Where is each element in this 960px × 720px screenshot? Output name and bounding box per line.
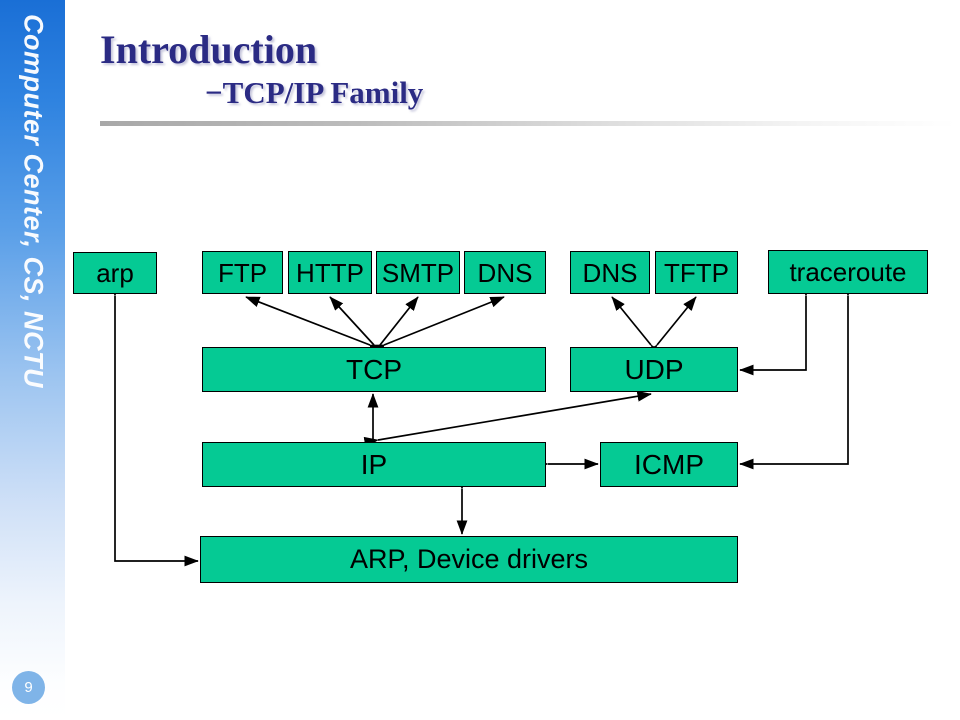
link-tcp-ftp xyxy=(245,296,385,355)
link-ip-udp xyxy=(363,390,652,448)
link-traceroute-icmp xyxy=(739,282,854,470)
node-traceroute[interactable]: traceroute xyxy=(768,250,928,294)
node-link-layer[interactable]: ARP, Device drivers xyxy=(200,536,738,583)
title-block: Introduction −TCP/IP Family xyxy=(100,28,920,111)
node-dns-tcp[interactable]: DNS xyxy=(464,251,546,294)
node-smtp[interactable]: SMTP xyxy=(376,251,460,294)
link-tcp-smtp xyxy=(367,296,419,360)
link-udp-dns xyxy=(611,296,664,359)
link-traceroute-udp xyxy=(739,282,812,376)
node-icmp[interactable]: ICMP xyxy=(600,442,738,487)
page-subtitle: −TCP/IP Family xyxy=(205,75,424,111)
node-udp[interactable]: UDP xyxy=(570,347,738,392)
node-http[interactable]: HTTP xyxy=(288,251,372,294)
node-ip[interactable]: IP xyxy=(202,442,546,487)
node-ftp[interactable]: FTP xyxy=(202,251,283,294)
title-divider xyxy=(100,121,956,126)
link-arp-linklayer xyxy=(109,282,199,567)
link-tcp-http xyxy=(329,296,388,359)
link-tcp-dns xyxy=(369,296,505,356)
link-udp-tftp xyxy=(644,296,697,359)
page-title: Introduction xyxy=(100,27,318,72)
node-tftp[interactable]: TFTP xyxy=(655,251,738,294)
node-dns-udp[interactable]: DNS xyxy=(570,251,650,294)
node-arp-tool[interactable]: arp xyxy=(73,252,157,294)
node-tcp[interactable]: TCP xyxy=(202,347,546,392)
sidebar: Computer Center, CS, NCTU xyxy=(0,0,65,720)
page-number-badge: 9 xyxy=(12,671,45,704)
